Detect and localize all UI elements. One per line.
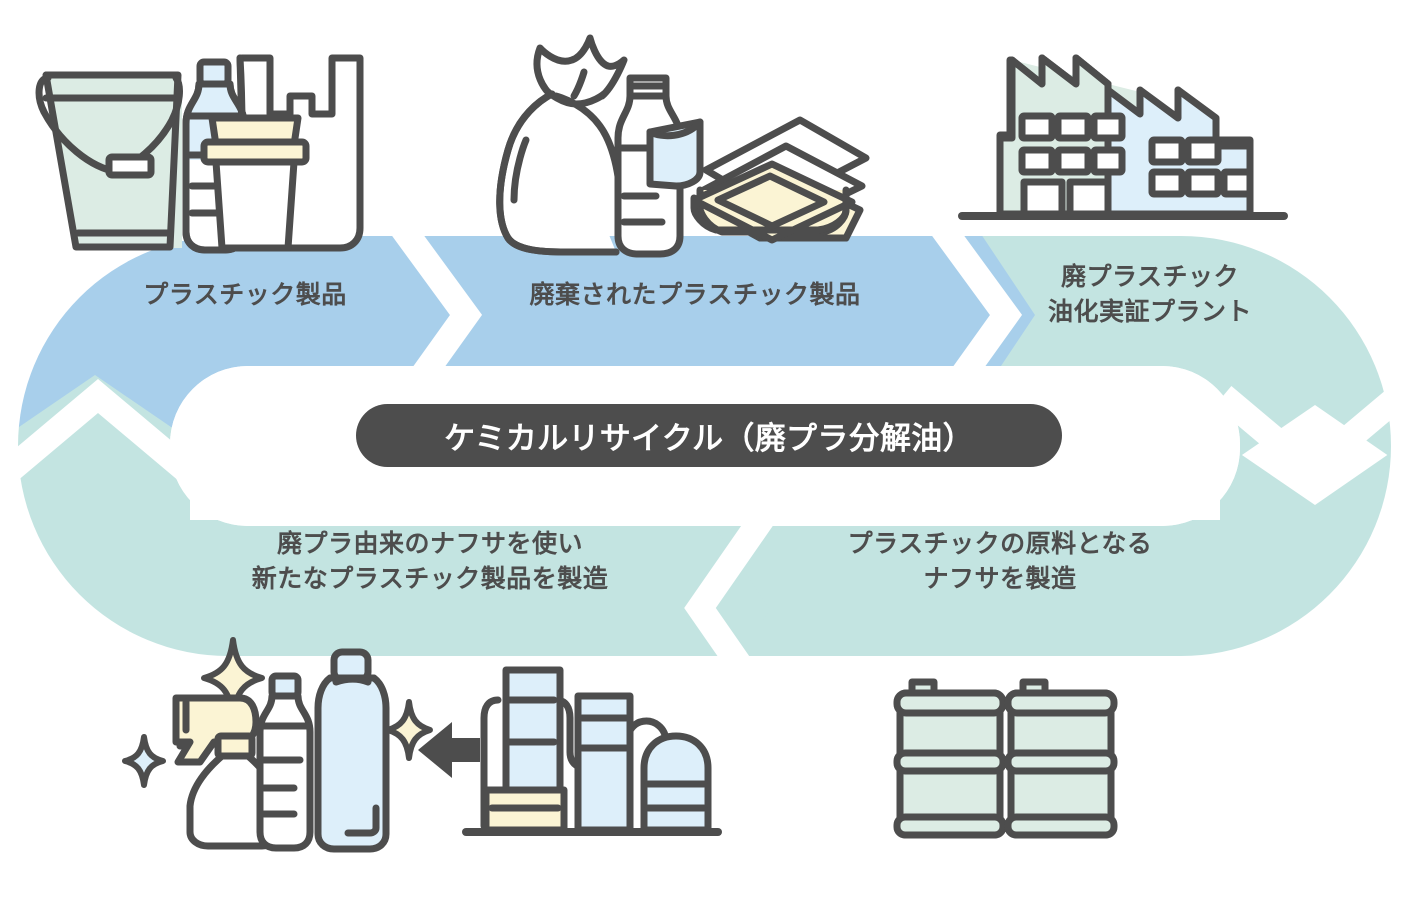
chemical-recycle-pill: ケミカルリサイクル（廃プラ分解油）: [356, 404, 1062, 467]
sparkle-icon-2: [385, 699, 433, 761]
pet-bottle-icon: [614, 74, 704, 258]
oil-drum-icon-1: [893, 678, 1007, 839]
pet-bottle-icon-small: [256, 672, 314, 852]
illustration-discarded-plastic: [496, 34, 870, 258]
illustration-oil-drums: [893, 678, 1118, 839]
ring-segments: [0, 225, 1409, 700]
label-plastic-products: プラスチック製品: [143, 281, 347, 309]
illustration-new-products: [122, 637, 722, 853]
ring-turn-chevrons: [1, 379, 1408, 487]
segment-discarded-plastic: [435, 225, 1045, 405]
chevron-up-left: [1, 379, 195, 480]
label-oiling-plant: 廃プラスチック 油化実証プラント: [1047, 263, 1252, 326]
chevron-down-right: [1214, 386, 1408, 487]
coffee-cup-icon: [200, 114, 310, 252]
garbage-bag-icon: [496, 34, 628, 256]
chemical-plant-icon: [462, 666, 722, 836]
illustration-factory: [958, 54, 1288, 220]
oil-drum-icon-2: [1004, 678, 1118, 839]
pet-bottle-icon-large: [314, 648, 390, 853]
segment-oiling-plant: [975, 225, 1409, 470]
factory-windows-left: [1018, 112, 1126, 218]
bucket-icon: [35, 71, 183, 251]
label-discarded-plastic: 廃棄されたプラスチック製品: [529, 281, 861, 309]
illustration-plastic-products: [35, 54, 364, 254]
food-tray-icon: [690, 116, 870, 244]
segment-naphtha-production: [700, 490, 1409, 700]
segment-new-products: [0, 375, 770, 700]
sparkle-icon-3: [122, 734, 166, 788]
label-naphtha-production: プラスチックの原料となる ナフサを製造: [847, 530, 1153, 593]
arrow-left-icon: [418, 722, 480, 778]
chevron-left-1: [684, 502, 779, 670]
factory-windows-right: [1148, 136, 1254, 198]
label-new-products: 廃プラ由来のナフサを使い 新たなプラスチック製品を製造: [251, 530, 609, 593]
chemical-recycle-pill-label: ケミカルリサイクル（廃プラ分解油）: [444, 421, 974, 456]
